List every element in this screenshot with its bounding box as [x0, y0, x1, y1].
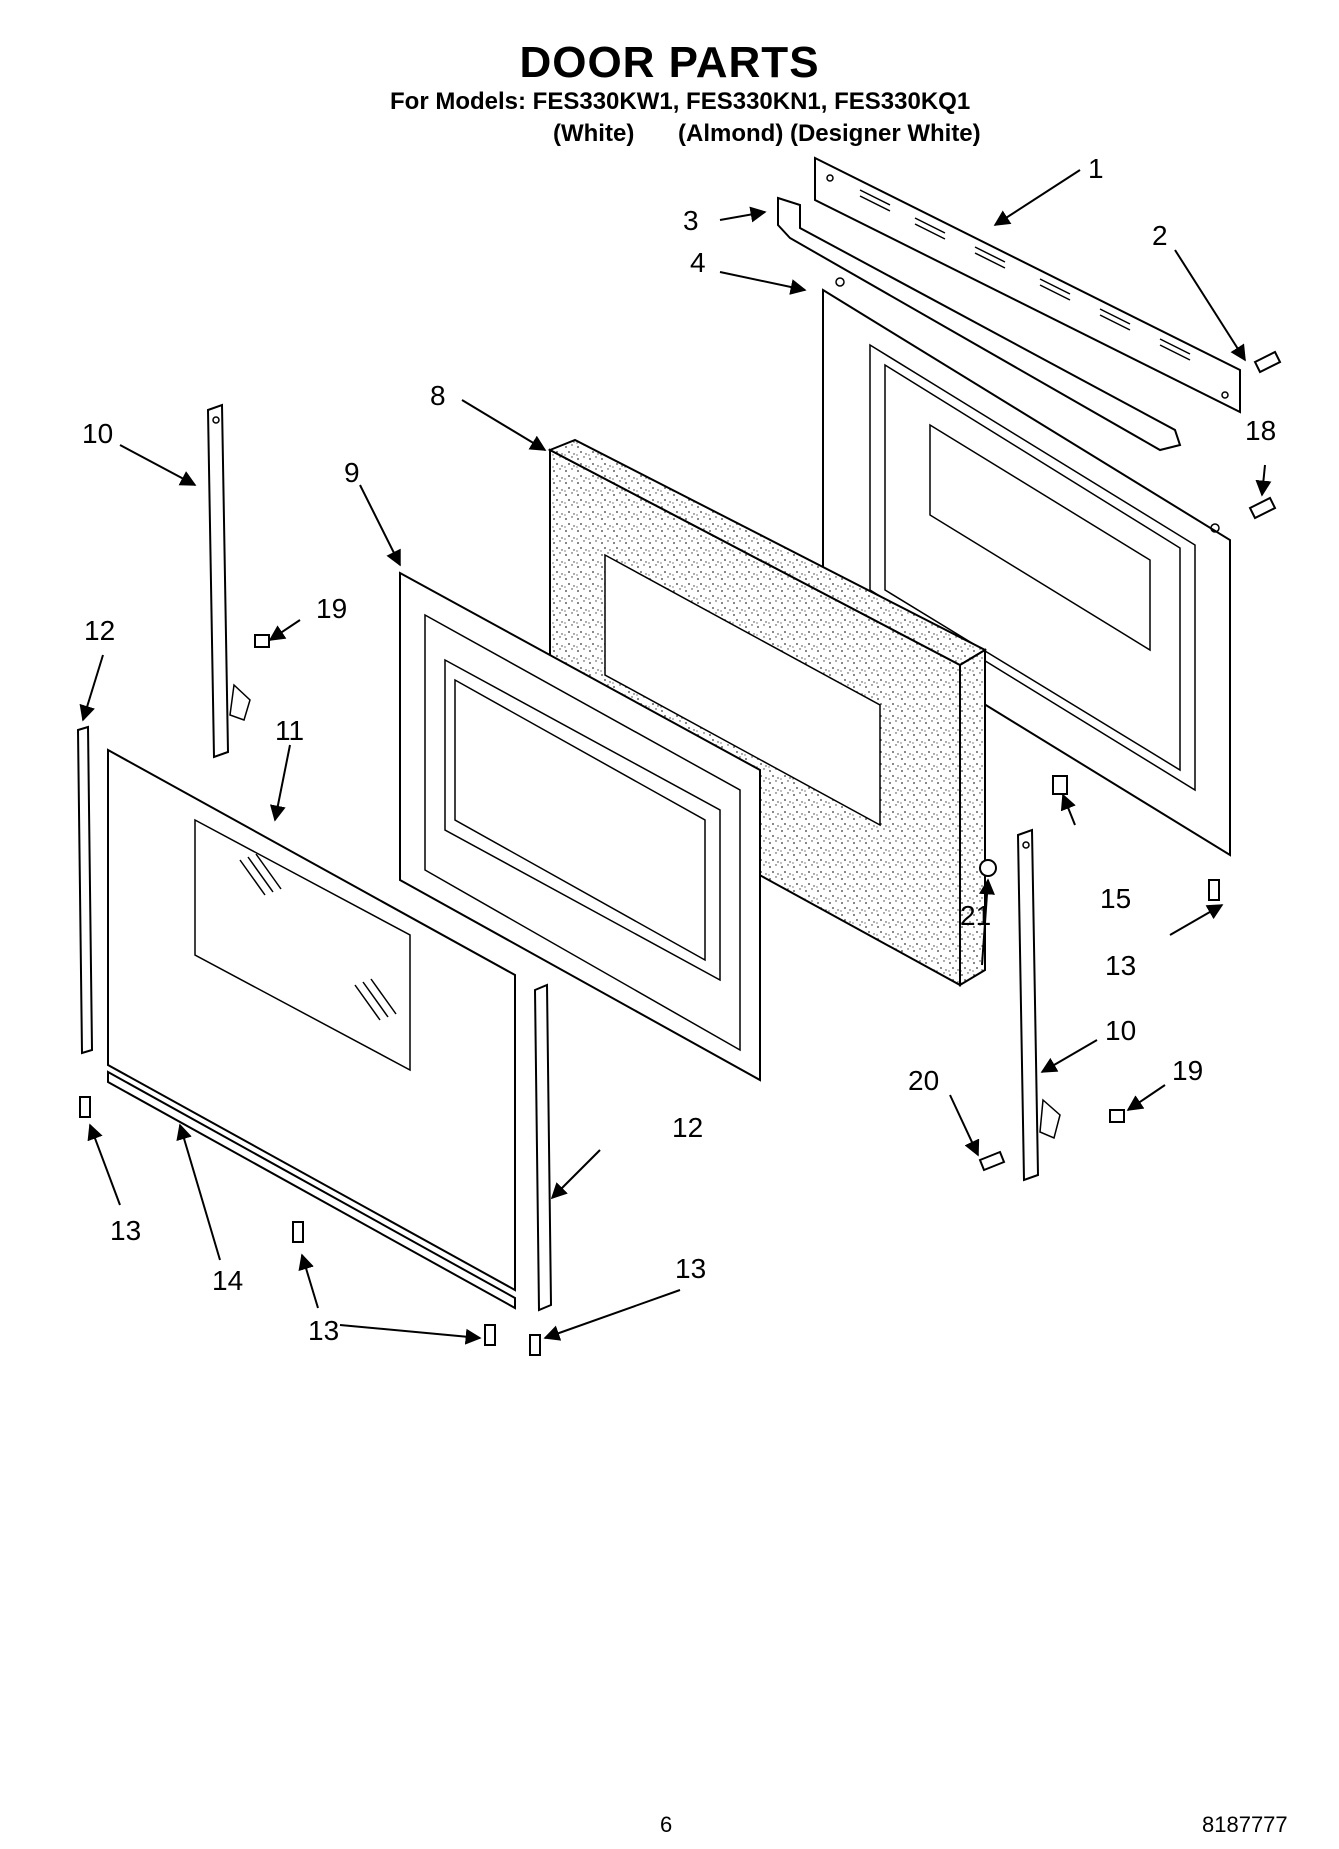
callout-20: 20: [908, 1065, 939, 1096]
page-title: DOOR PARTS: [519, 38, 820, 87]
callout-19-left: 19: [316, 593, 347, 624]
part-12-side-trim-left: [76, 725, 94, 1055]
part-2-screw: [1253, 350, 1282, 374]
part-13-screw-4: [529, 1334, 541, 1356]
models-line: For Models: FES330KW1, FES330KN1, FES330…: [390, 88, 971, 115]
callout-2: 2: [1152, 220, 1168, 251]
part-13-screw-5: [1208, 879, 1220, 901]
part-21-bumper: [979, 859, 997, 877]
callout-10-left: 10: [82, 418, 113, 449]
part-19-clip-right: [1109, 1109, 1125, 1123]
callout-3: 3: [683, 205, 699, 236]
part-13-screw-2: [292, 1221, 304, 1243]
callout-15: 15: [1100, 883, 1131, 914]
callout-4: 4: [690, 247, 706, 278]
callout-13-bottom-right: 13: [675, 1253, 706, 1284]
part-8-insulation: [547, 438, 988, 987]
callout-12-right: 12: [672, 1112, 703, 1143]
part-12-side-trim-right: [533, 983, 553, 1312]
part-13-screw-1: [79, 1096, 91, 1118]
callout-18: 18: [1245, 415, 1276, 446]
part-1-vent-trim: [814, 156, 1241, 414]
part-10-hinge-left: [206, 403, 251, 759]
part-11-outer-door-glass: [107, 748, 516, 1292]
part-14-bottom-trim: [107, 1070, 516, 1310]
part-3-trim-end: [777, 196, 1182, 452]
part-15-clip: [1052, 775, 1068, 795]
callout-13-left: 13: [110, 1215, 141, 1246]
callout-10-right: 10: [1105, 1015, 1136, 1046]
part-9-door-liner: [399, 571, 761, 1082]
callout-9: 9: [344, 457, 360, 488]
part-19-clip-left: [254, 634, 270, 648]
callout-13-right-upper: 13: [1105, 950, 1136, 981]
document-number: 8187777: [1202, 1812, 1288, 1837]
part-20-screw: [978, 1150, 1006, 1172]
callout-14: 14: [212, 1265, 243, 1296]
callout-13-bottom: 13: [308, 1315, 339, 1346]
part-13-screw-3: [484, 1324, 496, 1346]
page-number: 6: [660, 1812, 673, 1837]
callout-1: 1: [1088, 153, 1104, 184]
callout-8: 8: [430, 380, 446, 411]
callout-12-left: 12: [84, 615, 115, 646]
variant-white-label: (White): [553, 120, 635, 147]
callout-11: 11: [275, 715, 304, 746]
variant-almond-designer-label: (Almond) (Designer White): [678, 120, 981, 147]
callout-19-right: 19: [1172, 1055, 1203, 1086]
part-10-hinge-right: [1016, 828, 1061, 1182]
callout-21: 21: [960, 900, 991, 931]
part-4-inner-door-panel: [822, 277, 1231, 857]
part-18-screw: [1248, 496, 1277, 520]
